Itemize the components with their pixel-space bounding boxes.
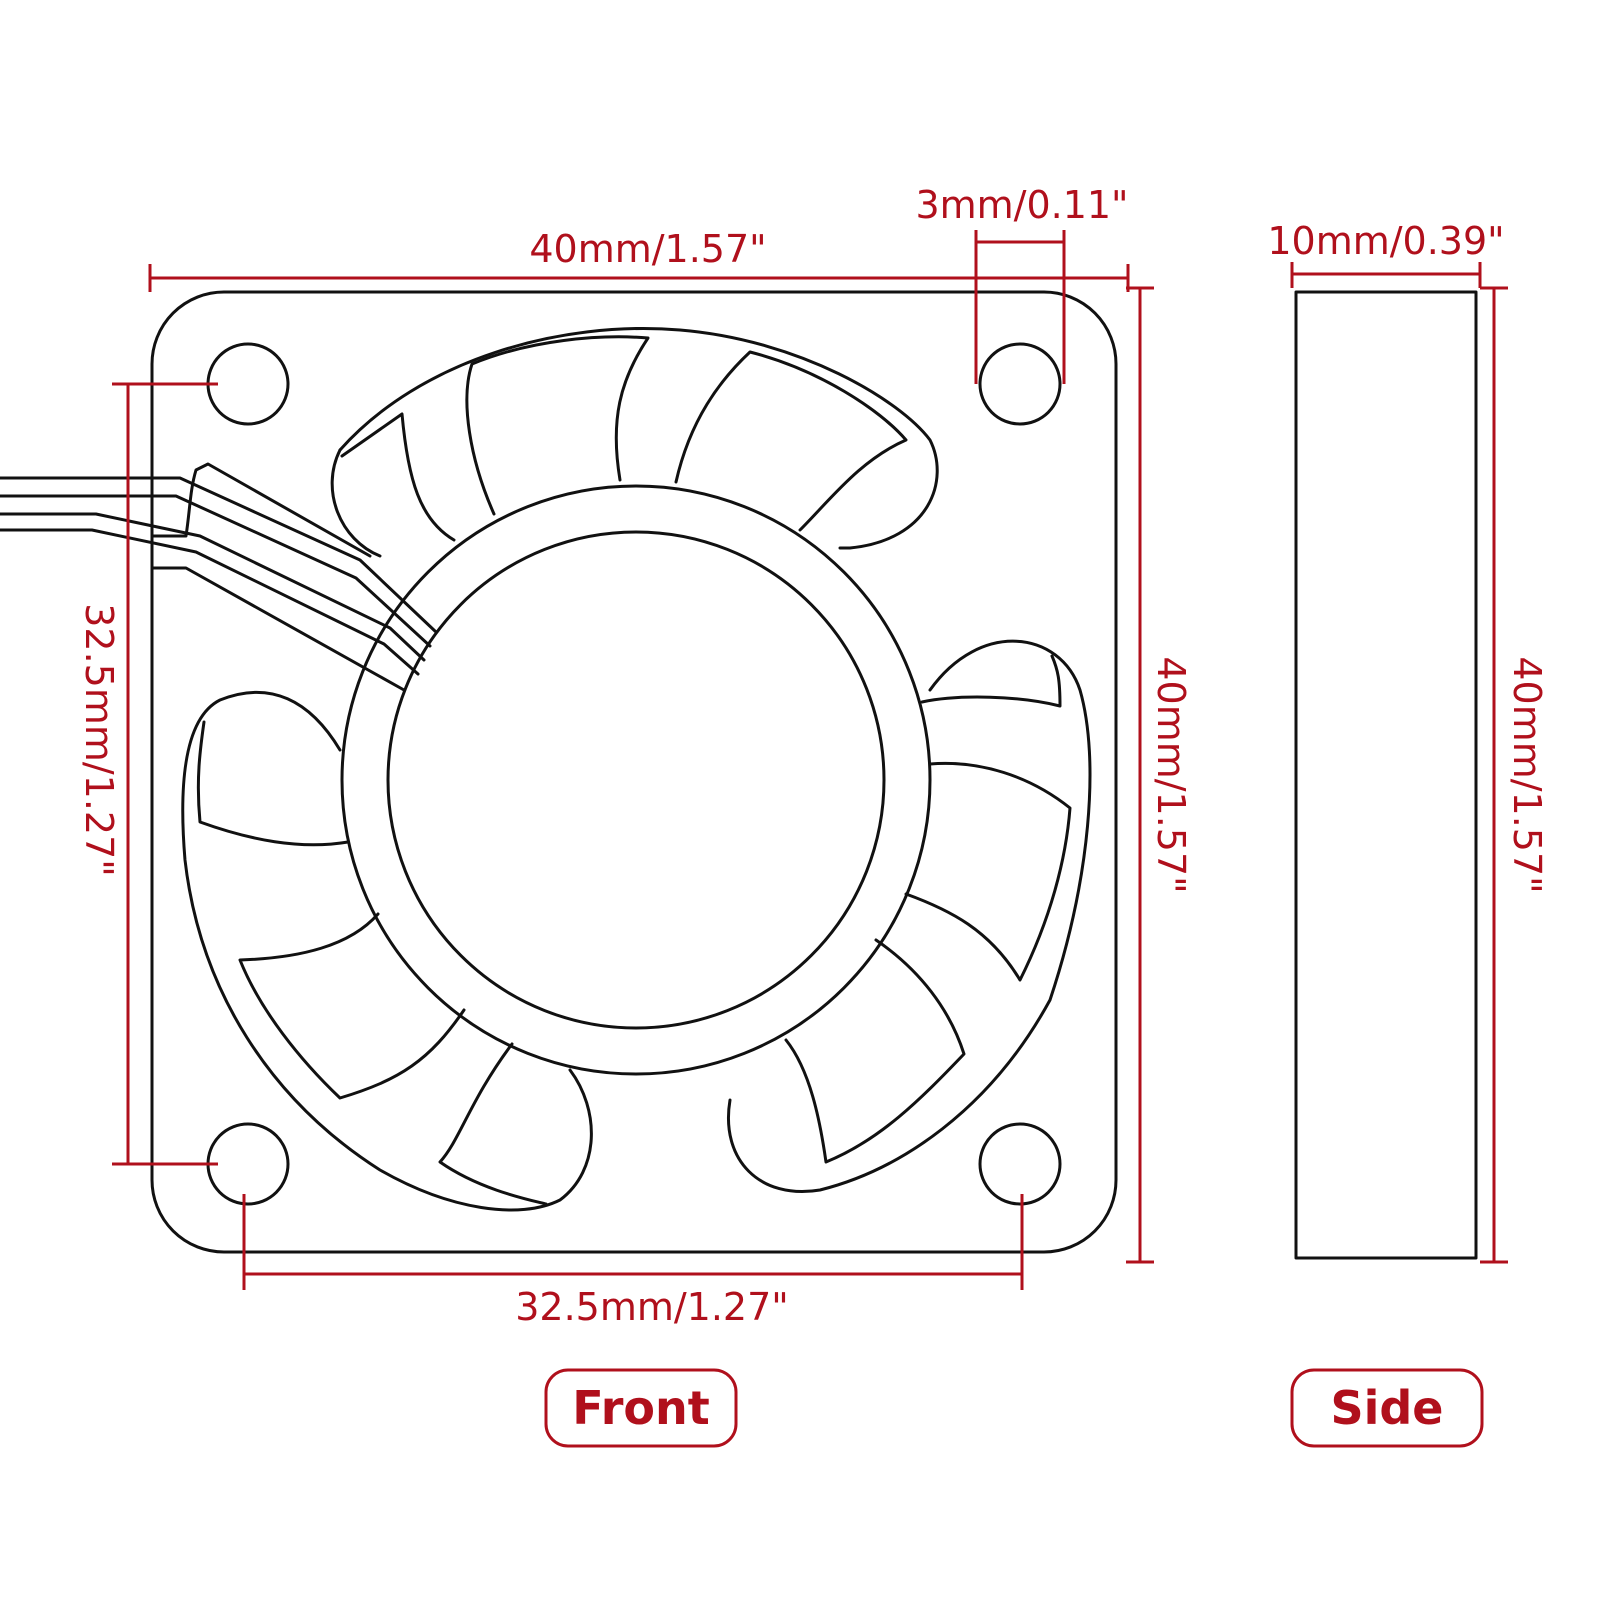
fan-frame xyxy=(150,290,1118,1254)
mounting-hole-top-left xyxy=(206,342,290,426)
cable-channel-lower xyxy=(150,566,406,692)
blade-4 xyxy=(920,654,1062,708)
mounting-hole-bottom-right xyxy=(978,1122,1062,1206)
blade-3 xyxy=(674,350,908,532)
front-view-label: Front xyxy=(572,1381,710,1435)
front-badge-frame xyxy=(544,1368,738,1448)
hole-diameter-label: 3mm/0.11" xyxy=(915,183,1128,227)
blade-8 xyxy=(238,912,466,1100)
blade-6 xyxy=(784,938,966,1164)
fan-blades xyxy=(196,335,1072,1206)
hub-outer xyxy=(340,484,932,1076)
side-badge-frame xyxy=(1290,1368,1484,1448)
mounting-hole-top-right xyxy=(978,342,1062,426)
hole-spacing-horizontal-label: 32.5mm/1.27" xyxy=(515,1285,789,1329)
wire-4 xyxy=(0,528,420,676)
mounting-hole-bottom-left xyxy=(206,1122,290,1206)
hole-spacing-vertical-label: 32.5mm/1.27" xyxy=(77,603,121,877)
side-height-label: 40mm/1.57" xyxy=(1505,656,1549,893)
side-view-label: Side xyxy=(1330,1381,1443,1435)
front-height-label: 40mm/1.57" xyxy=(1149,656,1193,893)
front-width-label: 40mm/1.57" xyxy=(529,227,766,271)
blade-2 xyxy=(465,335,650,516)
fan-wires xyxy=(0,476,438,676)
wire-3 xyxy=(0,512,426,662)
blade-9 xyxy=(196,720,350,847)
front-view-badge: Front xyxy=(544,1368,738,1448)
front-view xyxy=(0,290,1118,1254)
shroud-right xyxy=(727,639,1092,1193)
side-view: 10mm/0.39" 40mm/1.57" xyxy=(1267,219,1549,1264)
shroud-top-left xyxy=(330,448,382,558)
cable-channel xyxy=(150,462,406,692)
shroud-left xyxy=(181,690,593,1212)
blade-7 xyxy=(438,1042,548,1206)
side-profile xyxy=(1294,290,1478,1260)
blade-1 xyxy=(340,412,456,542)
shroud-top xyxy=(338,327,939,550)
blade-5 xyxy=(904,761,1072,982)
front-dimensions: 40mm/1.57" 3mm/0.11" 40mm/1.57" 32.5mm/1… xyxy=(77,183,1193,1329)
wire-1 xyxy=(0,476,438,634)
wire-2 xyxy=(0,494,432,648)
side-thickness-label: 10mm/0.39" xyxy=(1267,219,1504,263)
side-view-badge: Side xyxy=(1290,1368,1484,1448)
hub-inner xyxy=(386,530,886,1030)
